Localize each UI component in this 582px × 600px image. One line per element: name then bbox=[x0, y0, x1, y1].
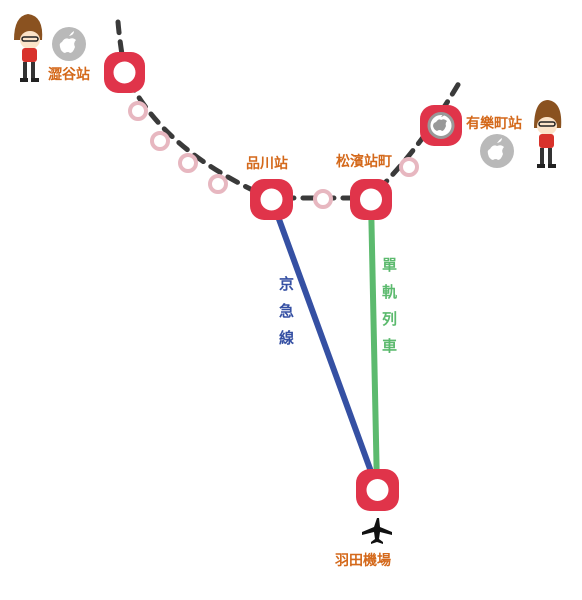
line-label-monorail: 單軌列車 bbox=[380, 257, 398, 365]
minor-stations bbox=[128, 101, 419, 209]
apple-logo-icon bbox=[52, 27, 86, 61]
station-label-shibuya: 澀谷站 bbox=[48, 67, 90, 83]
minor-station bbox=[178, 153, 198, 173]
cartoon-character bbox=[14, 14, 43, 82]
minor-station bbox=[128, 101, 148, 121]
line-label-keikyu: 京急線 bbox=[277, 276, 295, 357]
station-label-hamamatsucho: 松濱站町 bbox=[336, 154, 392, 170]
airplane-icon bbox=[362, 518, 392, 544]
station-label-shinagawa: 品川站 bbox=[246, 156, 288, 172]
apple-logo-icon bbox=[433, 113, 447, 131]
apple-logo-icon bbox=[480, 134, 514, 168]
minor-station bbox=[208, 174, 228, 194]
monorail-line bbox=[368, 199, 380, 489]
minor-station bbox=[150, 131, 170, 151]
minor-station bbox=[313, 189, 333, 209]
station-label-yurakucho: 有樂町站 bbox=[466, 116, 522, 132]
minor-station bbox=[399, 157, 419, 177]
major-stations bbox=[104, 52, 462, 511]
cartoon-character bbox=[534, 100, 562, 168]
keikyu-line bbox=[269, 198, 380, 490]
station-label-haneda: 羽田機場 bbox=[335, 553, 391, 569]
